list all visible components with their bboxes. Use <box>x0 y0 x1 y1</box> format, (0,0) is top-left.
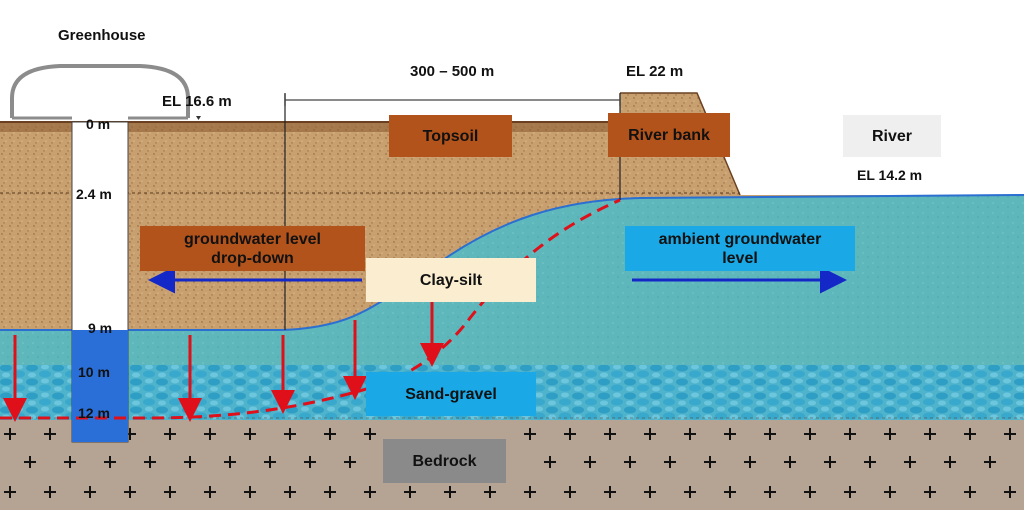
greenhouse-outline <box>10 64 190 118</box>
depth-2-4: 2.4 m <box>76 186 112 202</box>
bedrock-crosses <box>4 428 1016 498</box>
red-arrows <box>3 300 444 422</box>
el-greenhouse-label: EL 16.6 m <box>162 93 232 110</box>
well-water <box>72 330 128 442</box>
el-bank-label: EL 22 m <box>626 63 684 80</box>
topsoil-crust <box>0 122 620 132</box>
depth-10: 10 m <box>78 364 110 380</box>
drawdown-curve <box>0 198 621 420</box>
clay-silt-label: Clay-silt <box>366 258 536 302</box>
depth-9: 9 m <box>88 320 113 336</box>
topsoil-label: Topsoil <box>389 115 512 157</box>
distance-label: 300 – 500 m <box>410 63 495 80</box>
river-label: River <box>843 115 941 157</box>
greenhouse-label: Greenhouse <box>58 27 146 44</box>
depth-0: 0 m <box>86 116 111 132</box>
depth-12: 12 m <box>78 405 110 421</box>
river-bank-label: River bank <box>608 113 730 157</box>
sand-gravel-label: Sand-gravel <box>366 372 536 416</box>
el-river-label: EL 14.2 m <box>857 167 923 183</box>
river-bank-mound <box>620 92 741 196</box>
bedrock-label: Bedrock <box>383 439 506 483</box>
drop-down-label: groundwater level drop-down <box>140 226 365 271</box>
ambient-level-label: ambient groundwater level <box>625 226 855 271</box>
